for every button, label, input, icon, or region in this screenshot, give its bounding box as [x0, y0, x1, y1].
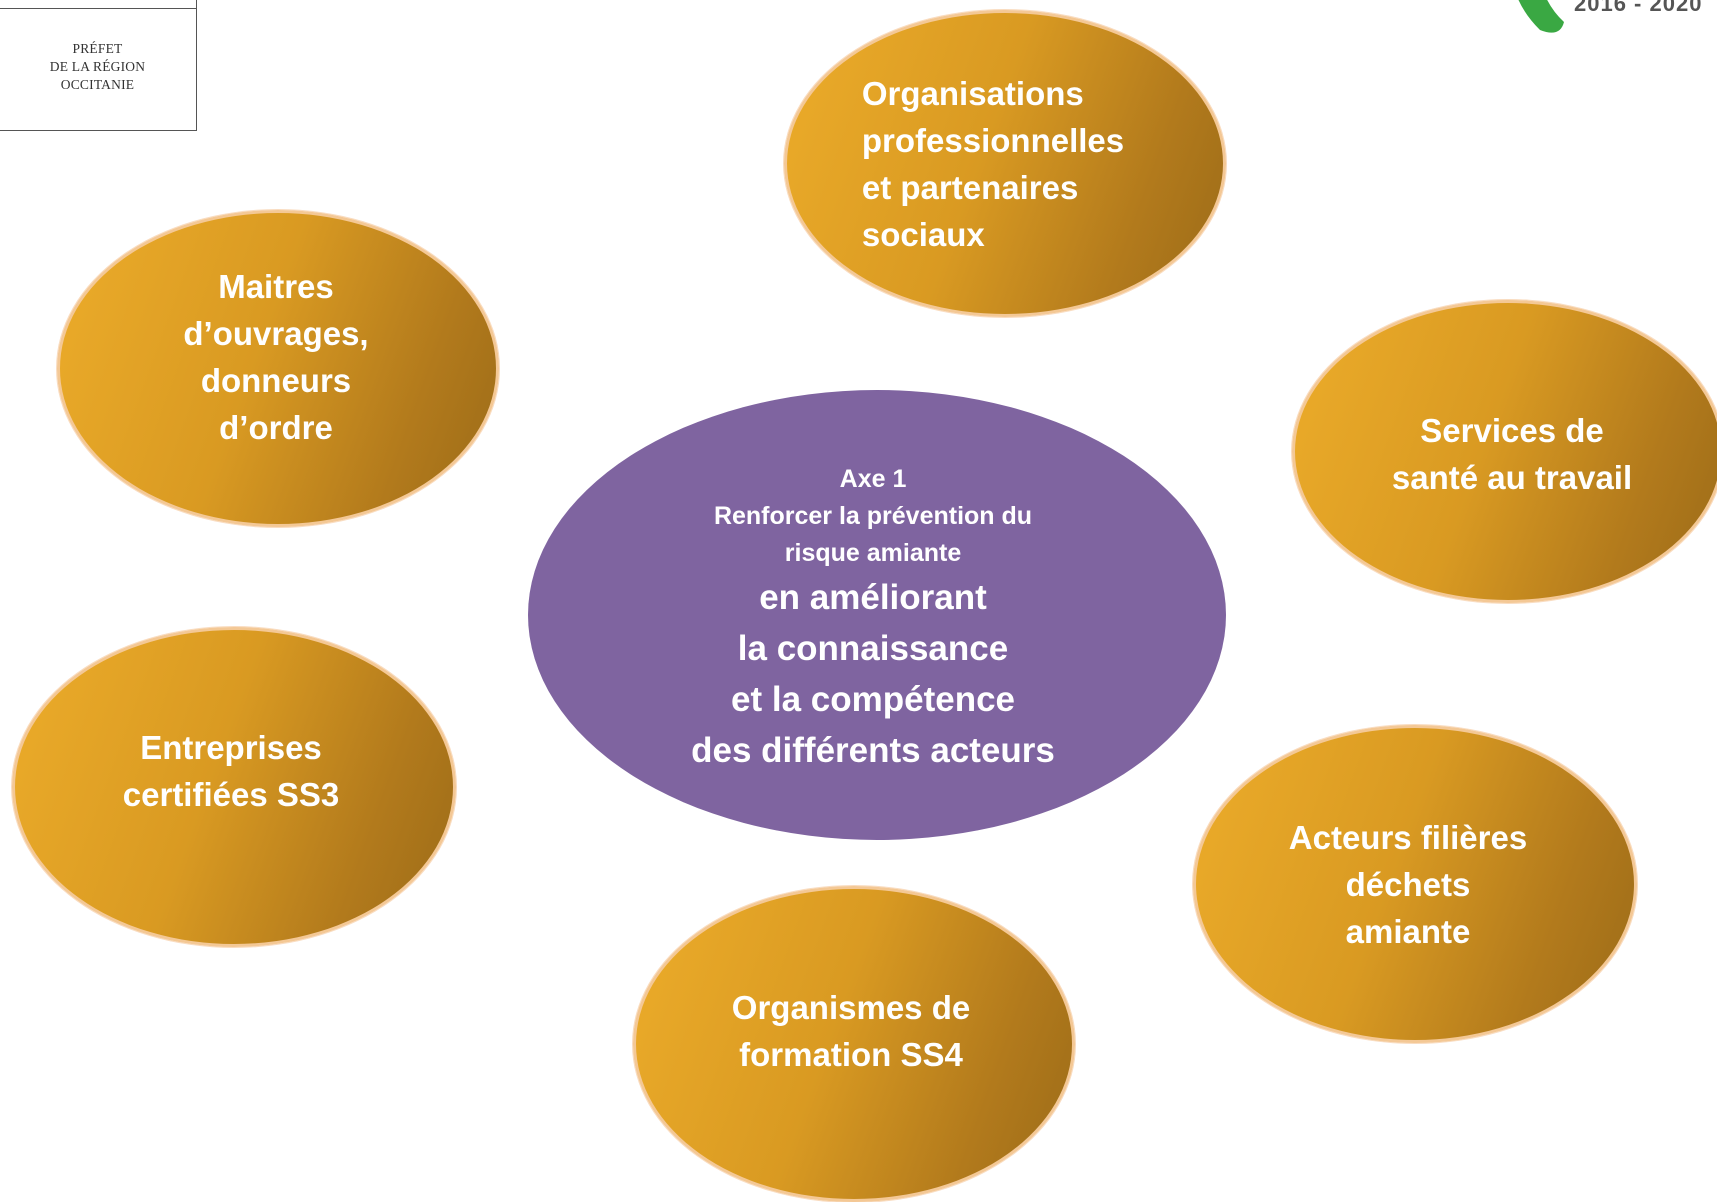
actor-services-sante-travail: Services de santé au travail [1292, 300, 1717, 603]
plan-years: 2016 - 2020 [1574, 0, 1703, 16]
prefet-line-3: OCCITANIE [60, 77, 135, 92]
actor-maitres-ouvrages: Maitres d’ouvrages, donneurs d’ordre [57, 210, 499, 527]
central-axis-text: Axe 1 Renforcer la prévention du risque … [691, 461, 1055, 776]
plan-logo-leaf-icon [1518, 0, 1564, 33]
actor-organisations-professionnelles: Organisations professionnelles et parten… [784, 10, 1226, 317]
axis-goal-line-1: en améliorant [759, 577, 987, 617]
actor-label: Entreprises certifiées SS3 [122, 729, 340, 813]
actor-label: Organismes de formation SS4 [731, 989, 971, 1073]
axis-title-line-1: Renforcer la prévention du [713, 501, 1033, 530]
axis-goal-line-2: la connaissance [737, 628, 1009, 668]
actor-entreprises-ss3: Entreprises certifiées SS3 [12, 627, 456, 947]
axis-title-line-2: risque amiante [784, 538, 962, 567]
actor-filieres-dechets: Acteurs filières déchets amiante [1193, 725, 1637, 1043]
actor-label: Acteurs filières déchets amiante [1288, 818, 1528, 950]
axis-number: Axe 1 [839, 464, 907, 493]
actor-label: Services de santé au travail [1391, 411, 1633, 496]
central-axis-ellipse: Axe 1 Renforcer la prévention du risque … [528, 390, 1226, 840]
axis-goal-line-4: des différents acteurs [691, 730, 1055, 770]
prefet-logo-text: PRÉFET DE LA RÉGION OCCITANIE [0, 40, 197, 94]
actor-label: Organisations professionnelles et parten… [861, 74, 1125, 253]
prefet-line-1: PRÉFET [72, 41, 123, 56]
prefet-line-2: DE LA RÉGION [49, 59, 146, 74]
axis-goal-line-3: et la compétence [731, 679, 1015, 719]
actor-label: Maitres d’ouvrages, donneurs d’ordre [183, 267, 369, 446]
prefet-logo: PRÉFET DE LA RÉGION OCCITANIE [0, 0, 197, 131]
actor-organismes-formation-ss4: Organismes de formation SS4 [633, 886, 1075, 1202]
plan-logo [1518, 0, 1564, 33]
